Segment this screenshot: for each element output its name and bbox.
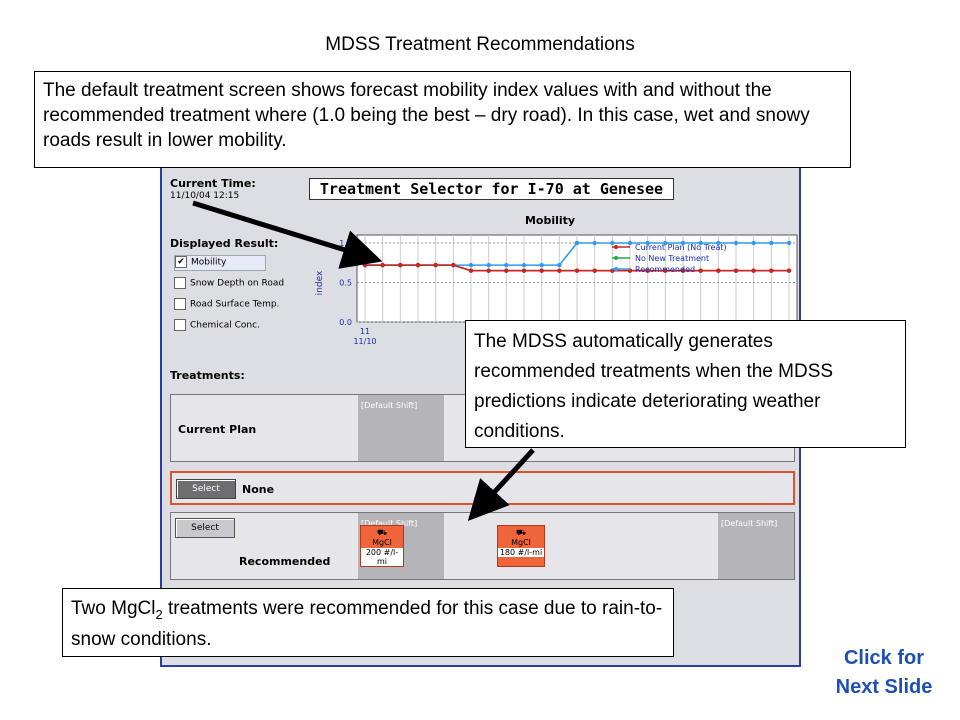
checkbox-icon[interactable] (174, 319, 186, 331)
y-tick-label: 0.5 (339, 279, 352, 288)
data-point (504, 262, 509, 268)
next-slide-link[interactable]: Click for Next Slide (835, 647, 933, 698)
y-axis-label: index (315, 270, 325, 295)
data-point (698, 240, 703, 246)
legend-label: No New Treatment (635, 254, 709, 263)
data-point (786, 240, 792, 246)
data-point (645, 240, 650, 246)
default-shift-label: [Default Shift] (721, 519, 778, 528)
data-point (504, 268, 509, 273)
series-lines (362, 240, 792, 273)
data-point (574, 240, 580, 246)
legend-label: Current Plan (No Treat) (635, 243, 727, 252)
recommended-label: Recommended (239, 555, 331, 568)
data-point (680, 240, 686, 246)
arrow-to-chart-icon (192, 200, 383, 269)
default-shift-label: [Default Shift] (361, 401, 418, 410)
data-point (627, 240, 633, 246)
select-none-button[interactable]: Select (176, 479, 236, 499)
arrow-to-treatments-icon (467, 448, 535, 522)
chart-legend: Current Plan (No Treat) No New TreatmentR… (612, 243, 727, 274)
data-point (786, 268, 792, 273)
callout-default-screen: The default treatment screen shows forec… (34, 71, 851, 168)
data-point (433, 262, 438, 268)
data-point (769, 268, 774, 273)
none-label: None (242, 483, 275, 496)
data-point (451, 262, 456, 268)
data-point (557, 262, 562, 268)
data-point (468, 268, 474, 273)
current-time-value: 11/10/04 12:15 (170, 191, 240, 201)
data-point (751, 240, 756, 246)
data-point (539, 262, 544, 268)
option-mobility[interactable]: ✔Mobility (174, 255, 266, 271)
data-point (574, 268, 580, 273)
current-time-label: Current Time: (170, 177, 256, 190)
data-point (398, 262, 403, 268)
y-tick-label: 0.0 (339, 318, 352, 327)
data-point (645, 268, 650, 273)
select-recommended-button[interactable]: Select (175, 518, 235, 538)
treatment-block-2[interactable]: ⛟ MgCl 180 #/l-mi (497, 525, 545, 567)
data-point (468, 262, 474, 268)
option-chemical-conc[interactable]: Chemical Conc. (174, 319, 260, 333)
data-point (486, 268, 491, 273)
data-point (663, 240, 668, 246)
selector-title: Treatment Selector for I-70 at Genesee (309, 178, 674, 200)
data-point (716, 268, 721, 273)
callout-mgcl: Two MgCl2 treatments were recommended fo… (62, 588, 674, 657)
current-plan-label: Current Plan (178, 423, 257, 436)
data-point (680, 268, 686, 273)
callout-auto-generate: The MDSS automatically generates recomme… (465, 320, 906, 448)
gridlines (364, 235, 790, 322)
default-shift-label: [Default Shift] (361, 519, 418, 528)
none-plan-panel: Select None (170, 471, 795, 505)
checkbox-checked-icon[interactable]: ✔ (175, 256, 187, 268)
data-point (751, 268, 756, 273)
checkbox-icon[interactable] (174, 298, 186, 310)
data-point (716, 240, 721, 246)
default-shift-zone (718, 513, 794, 579)
data-point (698, 268, 703, 273)
x-tick-label: 11/10 (353, 337, 376, 346)
option-road-surface-temp[interactable]: Road Surface Temp. (174, 298, 279, 312)
chart-title: Mobility (525, 214, 575, 227)
legend-label: Recommended (635, 265, 695, 274)
data-point (557, 268, 562, 273)
option-snow-depth[interactable]: Snow Depth on Road (174, 277, 284, 291)
data-point (592, 240, 597, 246)
data-point (521, 268, 527, 273)
recommended-plan-panel: [Default Shift] [Default Shift] Select R… (170, 512, 795, 580)
legend-marker (614, 245, 618, 249)
data-point (663, 268, 668, 273)
data-point (592, 268, 597, 273)
truck-icon: ⛟ (515, 528, 527, 537)
checkbox-icon[interactable] (174, 277, 186, 289)
treatments-label: Treatments: (170, 369, 245, 382)
data-point (539, 268, 544, 273)
data-point (733, 268, 739, 273)
data-point (733, 240, 739, 246)
mobility-chart: Mobility index 0.00.51.0 Current Plan (N… (315, 214, 798, 346)
displayed-result-label: Displayed Result: (170, 237, 279, 250)
legend-marker (614, 256, 618, 260)
data-point (769, 240, 774, 246)
default-shift-zone (358, 395, 444, 461)
data-point (610, 240, 615, 246)
slide-title: MDSS Treatment Recommendations (325, 34, 635, 55)
x-tick-label: 11 (360, 327, 370, 336)
data-point (521, 262, 527, 268)
legend-marker (614, 267, 618, 271)
truck-icon: ⛟ (376, 528, 388, 537)
data-point (486, 262, 491, 268)
data-point (415, 262, 421, 268)
treatment-block-1[interactable]: ⛟ MgCl 200 #/l-mi (360, 525, 404, 567)
